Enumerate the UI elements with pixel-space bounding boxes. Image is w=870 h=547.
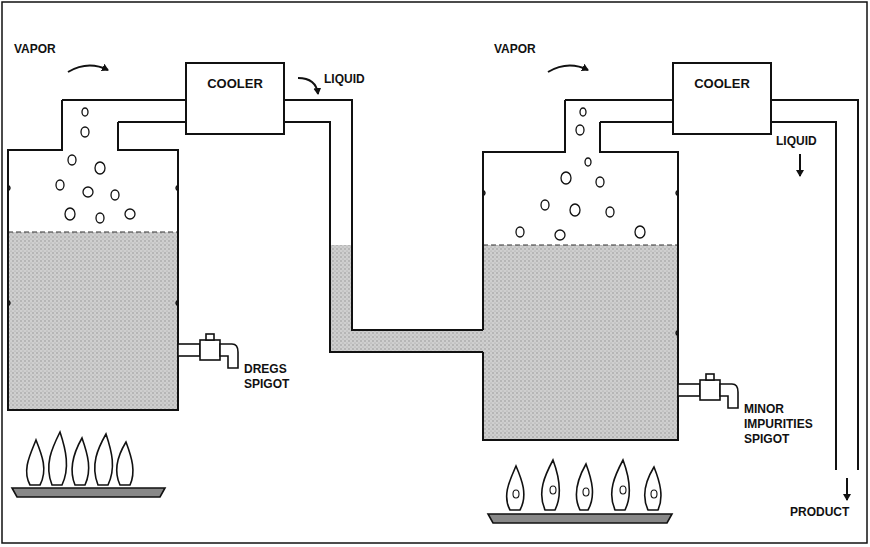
product-pipe	[772, 100, 858, 470]
spigot-valve	[700, 380, 720, 400]
liquid-level	[8, 231, 178, 232]
flow-label: DREGS SPIGOT	[244, 362, 314, 392]
vapor-pipe	[118, 121, 185, 123]
spigot-valve	[200, 340, 220, 360]
liquid-pipe	[285, 100, 483, 330]
wall-notch	[8, 185, 178, 306]
burner-tray	[12, 488, 165, 497]
flow-label: PRODUCT	[790, 505, 849, 520]
spigot-pipe	[678, 384, 700, 396]
liquid-fill	[483, 245, 678, 440]
still-vessel	[8, 100, 178, 410]
flame	[507, 460, 661, 510]
vapor-pipe	[565, 99, 672, 101]
flow-label: VAPOR	[494, 42, 536, 57]
cooler-box: COOLER	[672, 62, 772, 135]
burner-tray	[488, 514, 672, 523]
cooler-label: COOLER	[674, 64, 770, 91]
flow-arrow	[68, 65, 108, 72]
vapor-pipe	[600, 121, 672, 123]
liquid-pipe	[285, 122, 483, 352]
spigot-spout	[720, 384, 738, 408]
flow-label: LIQUID	[324, 72, 365, 87]
cooler-label: COOLER	[187, 64, 283, 91]
flow-label: LIQUID	[776, 134, 817, 149]
liquid-level	[483, 244, 678, 245]
spigot-handle	[706, 374, 714, 380]
still-vessel	[483, 100, 678, 440]
flow-label: VAPOR	[14, 42, 56, 57]
spigot-pipe	[178, 344, 200, 356]
spigot-handle	[206, 334, 214, 340]
flow-arrow	[298, 78, 318, 94]
flow-arrow	[799, 154, 801, 176]
vapor-pipe	[62, 99, 185, 101]
flow-arrow	[846, 478, 848, 500]
wall-notch	[483, 190, 678, 336]
cooler-box: COOLER	[185, 62, 285, 135]
flow-arrow	[548, 65, 588, 72]
flame	[27, 432, 133, 485]
liquid-fill	[8, 232, 178, 410]
flow-label: MINOR IMPURITIES SPIGOT	[744, 402, 824, 447]
spigot-spout	[220, 344, 238, 368]
